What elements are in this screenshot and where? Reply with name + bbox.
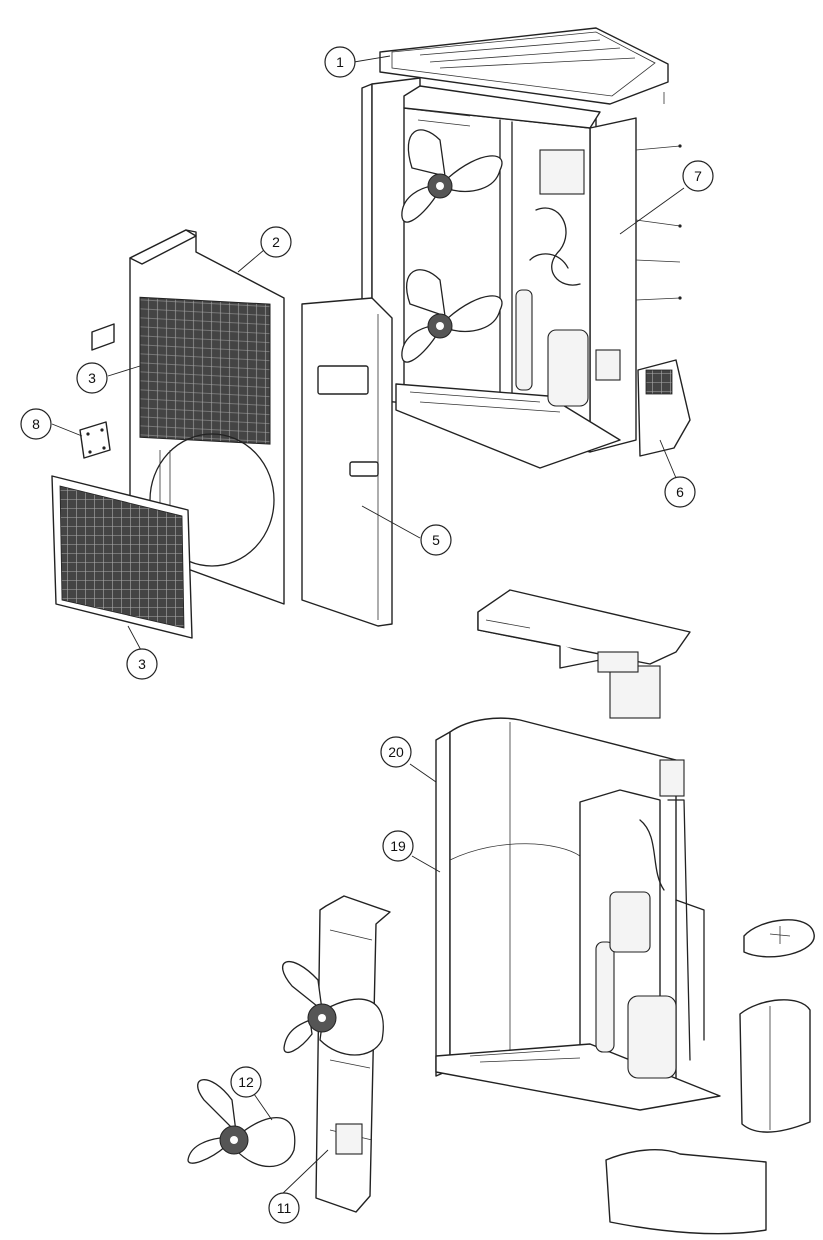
side-service-panel [301, 297, 393, 627]
callout-8-label: 8 [32, 416, 40, 432]
top-panel [379, 27, 669, 105]
bottom-curved-panel [605, 1149, 767, 1235]
callout-5: 5 [420, 524, 452, 556]
callout-11: 11 [268, 1192, 300, 1224]
callout-11-label: 11 [277, 1200, 292, 1216]
side-cover [637, 359, 691, 457]
round-cap-plate [743, 919, 815, 958]
lower-fan-1 [281, 961, 384, 1056]
cover-plate [79, 421, 111, 459]
callout-6-label: 6 [676, 484, 684, 500]
callout-19-label: 19 [390, 838, 406, 854]
lower-grille [51, 475, 193, 639]
control-box [477, 589, 691, 719]
callout-2: 2 [260, 226, 292, 258]
curved-side-cover [739, 999, 811, 1133]
lower-fan-2 [187, 1079, 296, 1168]
upper-fan-2 [401, 269, 503, 363]
callout-7-label: 7 [694, 168, 702, 184]
callout-3-upper: 3 [76, 362, 108, 394]
callout-3-lower: 3 [126, 648, 158, 680]
leader-lines [51, 55, 685, 1197]
main-unit-upper [361, 77, 682, 469]
callout-7: 7 [682, 160, 714, 192]
callout-20: 20 [380, 736, 412, 768]
callout-5-label: 5 [432, 532, 440, 548]
callout-12: 12 [230, 1066, 262, 1098]
callout-6: 6 [664, 476, 696, 508]
callout-8: 8 [20, 408, 52, 440]
callout-3-lower-label: 3 [138, 656, 146, 672]
main-unit-lower [435, 717, 721, 1111]
callout-3-upper-label: 3 [88, 370, 96, 386]
callout-20-label: 20 [388, 744, 404, 760]
callout-2-label: 2 [272, 234, 280, 250]
callout-19: 19 [382, 830, 414, 862]
callout-12-label: 12 [238, 1074, 254, 1090]
upper-fan-1 [401, 129, 503, 223]
small-bracket [91, 323, 115, 351]
callout-1: 1 [324, 46, 356, 78]
callout-1-label: 1 [336, 54, 344, 70]
